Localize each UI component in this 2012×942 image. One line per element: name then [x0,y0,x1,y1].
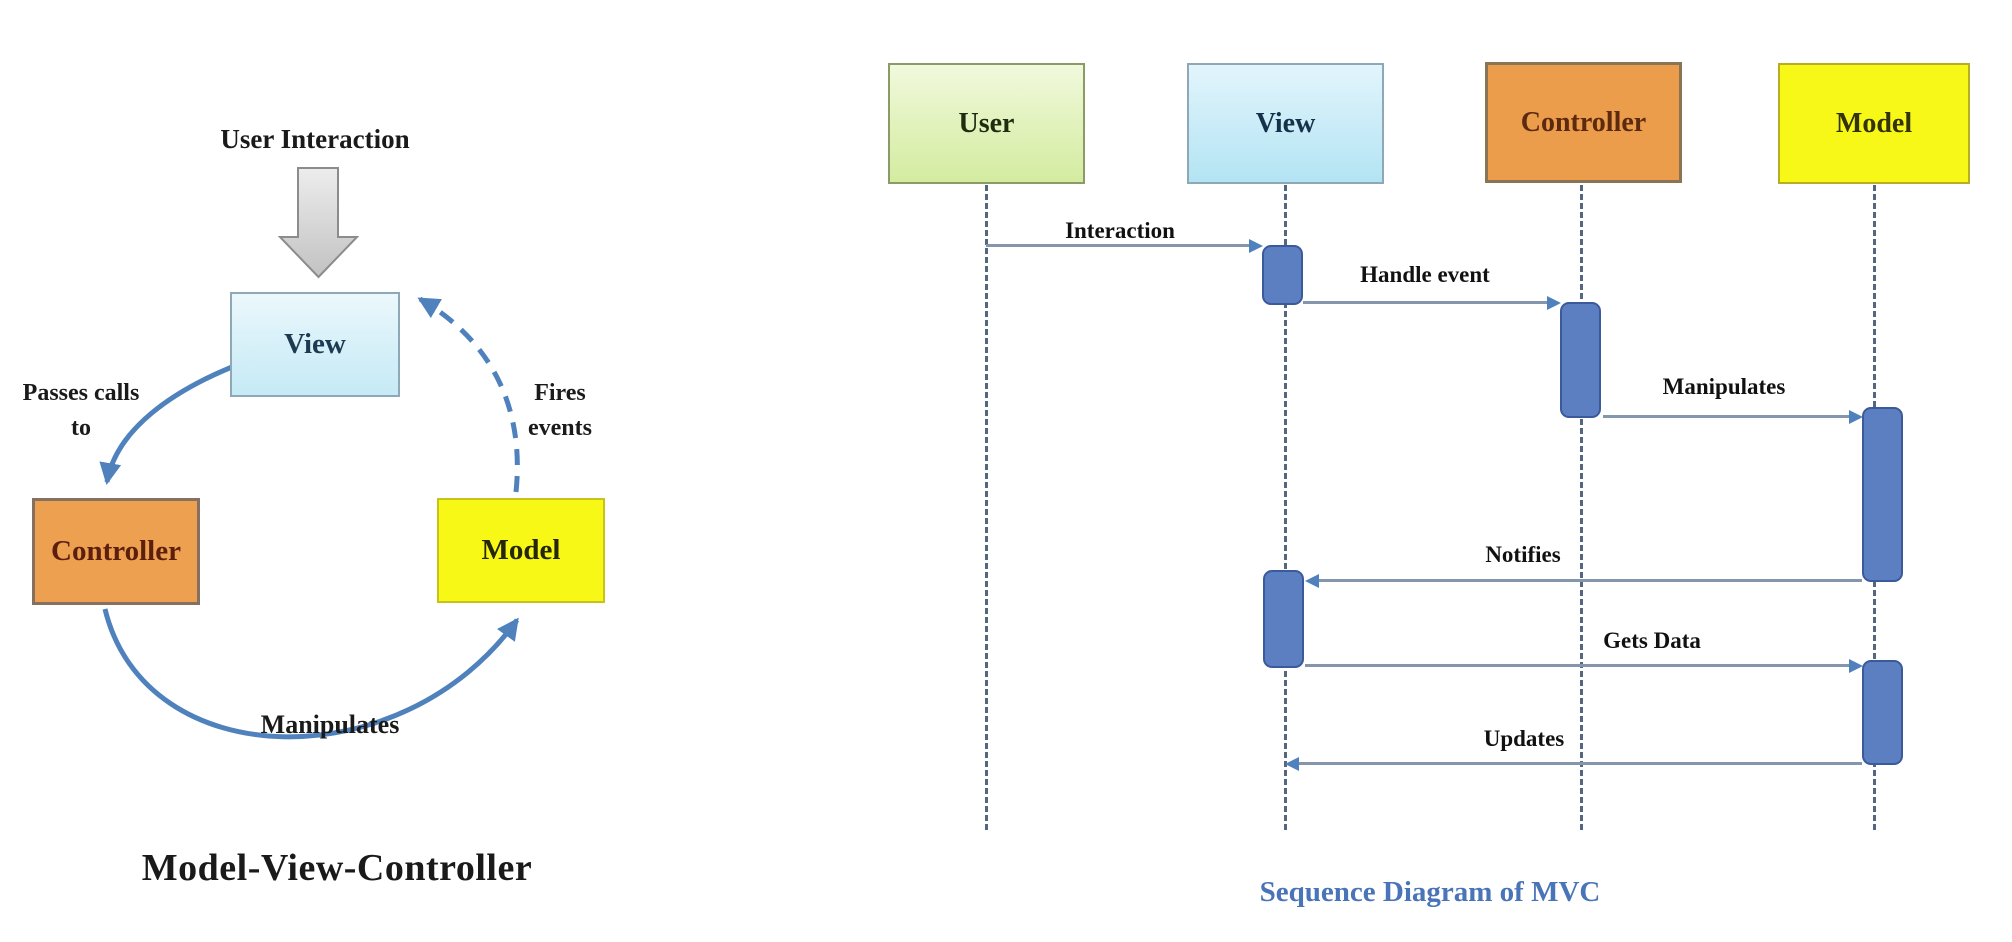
actor-user: User [888,63,1085,184]
actor-model-label: Model [1835,107,1913,139]
view-lifeline [1284,185,1287,830]
arrowhead-left-icon [1285,757,1299,771]
message-gets-data-label: Gets Data [1603,628,1701,653]
message-interaction-label: Interaction [1065,218,1175,243]
fires-events-label: Fires events [528,380,592,441]
user-interaction-label: User Interaction [220,124,410,154]
model-node: Model [437,498,605,603]
message-updates-line [1298,762,1862,765]
actor-user-label: User [958,107,1015,139]
view-node: View [230,292,400,397]
controller-activation [1560,302,1601,418]
user-lifeline [985,185,988,830]
model-node-label: Model [481,534,561,566]
message-gets-data-line [1305,664,1849,667]
arrowhead-right-icon [1547,296,1561,310]
actor-model: Model [1778,63,1970,184]
message-interaction-line [986,244,1249,247]
passes-calls-to-label: Passes calls to [22,380,140,441]
actor-controller: Controller [1485,62,1682,183]
message-handle-event-line [1303,301,1547,304]
view-node-label: View [284,328,346,360]
arrowhead-left-icon [1305,574,1319,588]
message-notifies-line [1318,579,1862,582]
view-activation-1 [1262,245,1303,305]
cycle-diagram-title: Model-View-Controller [141,847,533,889]
actor-view: View [1187,63,1384,184]
actor-view-label: View [1255,107,1316,139]
view-activation-2 [1263,570,1304,668]
model-activation-1 [1862,407,1903,582]
actor-controller-label: Controller [1520,106,1647,138]
arrowhead-right-icon [1849,410,1863,424]
arrowhead-right-icon [1849,659,1863,673]
message-notifies-label: Notifies [1485,542,1561,567]
controller-lifeline [1580,185,1583,830]
sequence-diagram-caption: Sequence Diagram of MVC [1259,876,1601,908]
arrowhead-right-icon [1249,239,1263,253]
controller-node: Controller [32,498,200,605]
message-handle-event-label: Handle event [1360,262,1490,287]
message-updates-label: Updates [1483,726,1565,751]
manipulates-edge-label: Manipulates [260,710,400,739]
model-activation-2 [1862,660,1903,765]
message-manipulates-line [1603,415,1849,418]
message-manipulates-label: Manipulates [1662,374,1786,399]
controller-node-label: Controller [51,535,181,567]
